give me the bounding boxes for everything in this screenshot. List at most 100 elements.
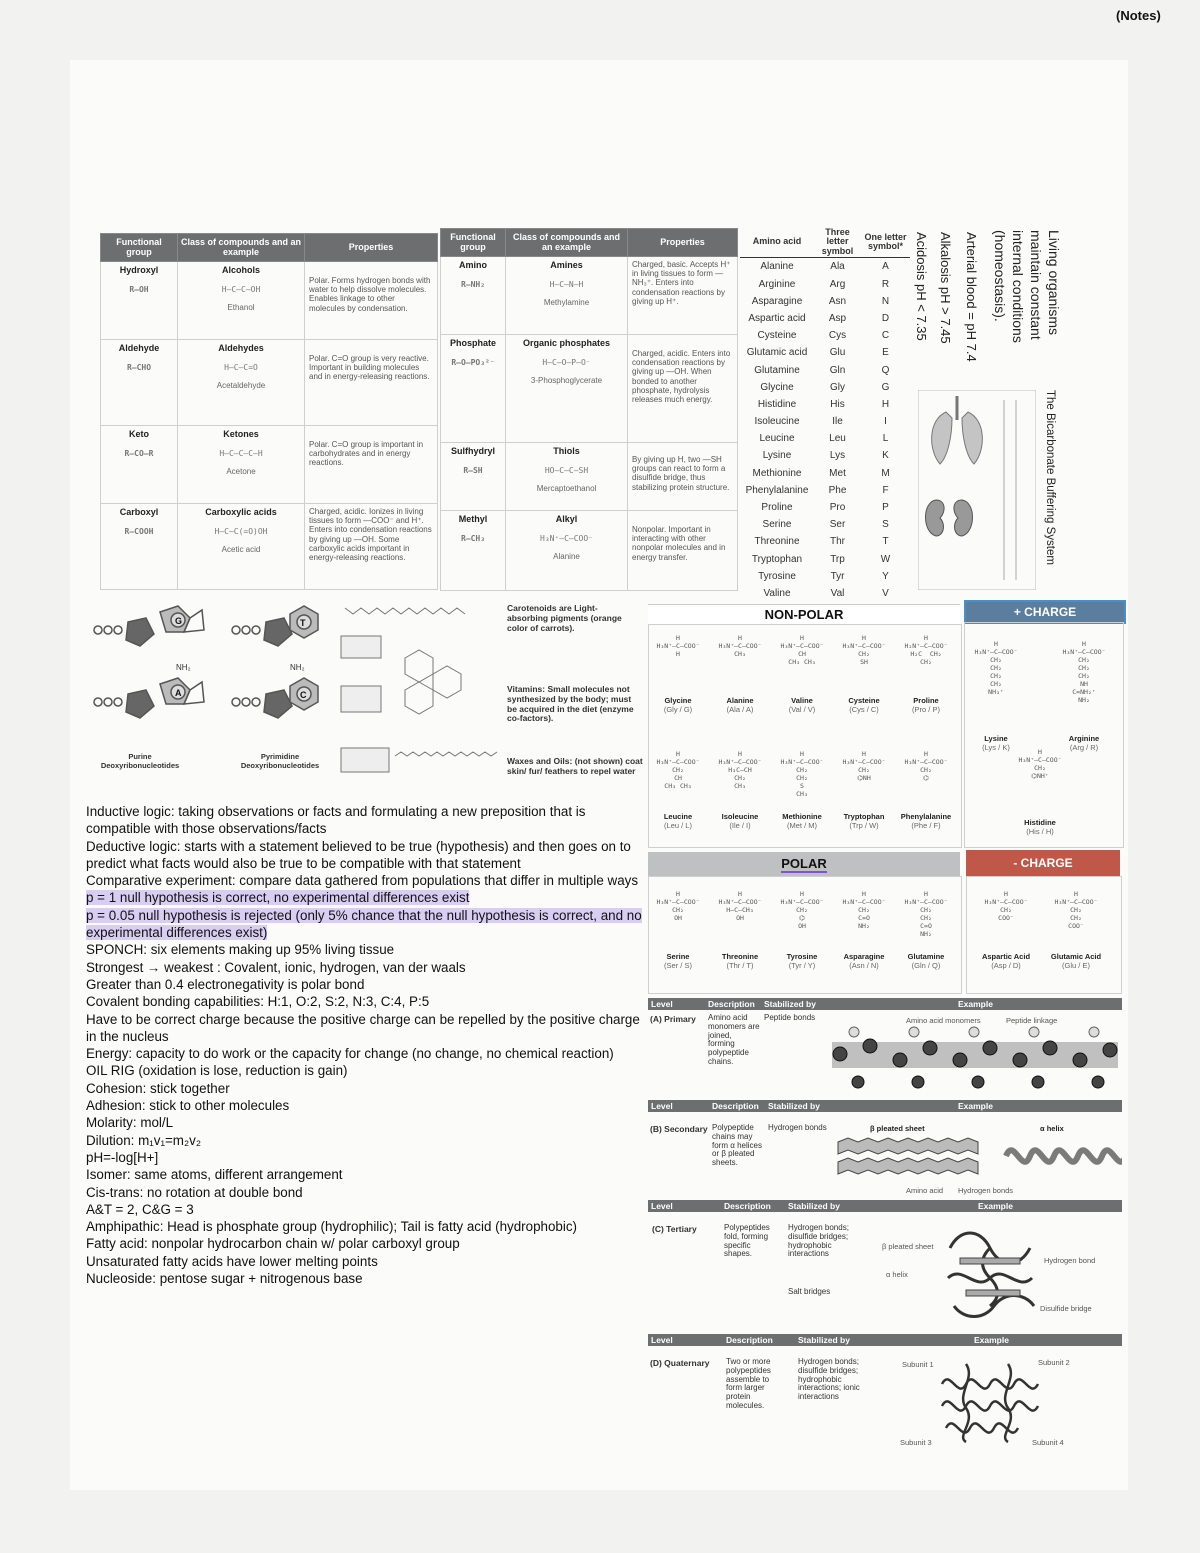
group-formula: R—OH [129, 285, 149, 295]
level-name: (B) Secondary [650, 1124, 708, 1134]
one-letter-symbol: I [884, 416, 887, 428]
note-text: Have to be correct charge because the po… [86, 1011, 640, 1044]
amino-acid-structure: H H₃N⁺–C–COO⁻ CH₂ CH₂ COO⁻Glutamic Acid(… [1046, 890, 1106, 970]
level-name: (A) Primary [650, 1014, 696, 1024]
note-line: pH=-log[H+] [86, 1149, 646, 1166]
note-line: Have to be correct charge because the po… [86, 1011, 646, 1046]
amino-acid-code: (Ile / I) [729, 821, 751, 830]
one-letter-symbol: N [881, 295, 890, 307]
col-header-description: Description [724, 1201, 771, 1211]
amino-acid-name: Alanine [760, 261, 794, 273]
kidney-icon [925, 499, 973, 537]
side-chain-structure: H H₃N⁺–C–COO⁻ H [656, 634, 700, 658]
base-t-label: T [300, 618, 306, 628]
polar-title: POLAR [781, 856, 827, 873]
amino-acid-label: Leucine [663, 812, 693, 821]
group-properties: Polar. Forms hydrogen bonds with water t… [304, 261, 438, 340]
amino-acid-code: (Val / V) [788, 705, 816, 714]
side-chain-structure: H H₃N⁺–C–COO⁻ CH₂ CH₂ COO⁻ [1054, 890, 1098, 930]
amino-acid-code: (Phe / F) [911, 821, 941, 830]
lungs-icon [931, 396, 983, 465]
note-text: Unsaturated fatty acids have lower melti… [86, 1253, 378, 1269]
base-a-label: A [175, 688, 182, 698]
compound-class: Organic phosphates [522, 338, 611, 348]
side-chain-structure: H H₃N⁺–C–COO⁻ CH₂ CH₂ S CH₃ [780, 750, 824, 798]
quaternary-header-bar: Level Description Stabilized by Example [648, 1334, 1122, 1346]
note-line: Strongest → weakest : Covalent, ionic, h… [86, 959, 646, 976]
note-text: Amphipathic: Head is phosphate group (hy… [86, 1219, 577, 1235]
polar-panel [648, 876, 962, 994]
three-letter-symbol: Met [829, 467, 846, 479]
negative-panel [966, 876, 1122, 994]
level-description: Two or more polypeptides assemble to for… [726, 1357, 771, 1410]
compound-class: Alkyl [555, 514, 578, 524]
level-name: (C) Tertiary [652, 1224, 697, 1234]
three-letter-symbol: Arg [829, 278, 846, 290]
col-header-level: Level [651, 999, 673, 1009]
note-line: Greater than 0.4 electronegativity is po… [86, 976, 646, 993]
acidosis-note: Acidosis pH < 7.35 [914, 232, 929, 341]
example-label: α helix [886, 1270, 908, 1279]
three-letter-symbol: Leu [829, 433, 846, 445]
note-line: A&T = 2, C&G = 3 [86, 1201, 646, 1218]
col-header-properties: Properties [627, 228, 738, 257]
study-notes: Inductive logic: taking observations or … [86, 803, 646, 1287]
vitamin-structures [340, 607, 498, 773]
note-text: Comparative experiment: compare data gat… [86, 873, 639, 889]
one-letter-symbol: T [882, 536, 889, 548]
pyrimidine-t-drawing [231, 605, 319, 647]
primary-header-bar: Level Description Stabilized by Example [648, 998, 1122, 1010]
amino-acid-label: Lysine [984, 734, 1008, 743]
amino-acid-code: (Thr / T) [726, 961, 754, 970]
functional-groups-table-left: Functional group Class of compounds and … [100, 233, 438, 590]
compound-class: Amines [550, 260, 583, 270]
one-letter-symbol: K [882, 450, 889, 462]
amino-acid-name: Threonine [754, 536, 800, 548]
carotenoids-note: Carotenoids are Light- absorbing pigment… [507, 603, 622, 633]
amino-acid-name: Glycine [760, 381, 794, 393]
col-header-group: Functional group [440, 228, 506, 257]
one-letter-symbol: E [882, 347, 889, 359]
level-description: Polypeptide chains may form α helices or… [712, 1123, 762, 1168]
note-text: Covalent bonding capabilities: H:1, O:2,… [86, 994, 430, 1010]
note-line: Covalent bonding capabilities: H:1, O:2,… [86, 993, 646, 1010]
three-letter-symbol: Thr [830, 536, 845, 548]
amino-acid-code: (Lys / K) [982, 743, 1010, 752]
example-label: Amino acid [906, 1186, 944, 1195]
amino-acid-label: Histidine [1024, 818, 1056, 827]
group-name: Sulfhydryl [450, 446, 495, 456]
col-header-example: Example [958, 1101, 993, 1111]
amino-acid-name: Glutamic acid [746, 347, 808, 359]
example-label: Amino acid monomers [906, 1016, 981, 1025]
amino-acid-code: (Met / M) [787, 821, 817, 830]
example-label: α helix [1040, 1124, 1064, 1133]
group-name: Phosphate [449, 338, 496, 348]
amino-acid-label: Asparagine [843, 952, 885, 961]
amino-acid-label: Aspartic Acid [981, 952, 1031, 961]
amino-acid-label: Serine [666, 952, 690, 961]
one-letter-symbol: H [881, 398, 890, 410]
col-header-stabilized: Stabilized by [764, 999, 816, 1009]
amino-acid-code: (Asn / N) [849, 961, 879, 970]
amino-acid-name: Arginine [758, 278, 796, 290]
amino-acid-name: Phenylalanine [745, 484, 809, 496]
amino-acid-code: (Arg / R) [1069, 743, 1099, 752]
homeostasis-line-1: Living organisms [1046, 230, 1062, 336]
side-chain-structure: H H₃N⁺–C–COO⁻ CH₂ CH₂ CH₂ NH C=NH₂⁺ NH₂ [1062, 640, 1106, 704]
note-text: Dilution: m₁v₁=m₂v₂ [86, 1132, 202, 1148]
three-letter-symbol: Ala [830, 261, 845, 273]
three-letter-symbol: Trp [830, 553, 845, 565]
note-line: Cohesion: stick together [86, 1080, 646, 1097]
level-description: Polypeptides fold, forming specific shap… [724, 1223, 770, 1259]
